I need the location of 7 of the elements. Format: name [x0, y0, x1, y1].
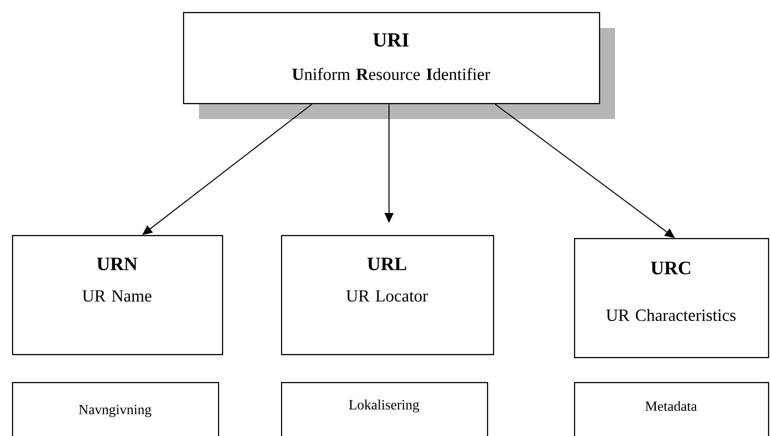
label-box: Metadata: [574, 382, 770, 436]
term-box: URC UR Characteristics: [574, 238, 770, 358]
label-box: Navngivning: [12, 382, 220, 436]
title-box: URI Uniform Resource Identifier: [183, 12, 615, 119]
label-box: Lokalisering: [281, 382, 488, 436]
term-box: URN UR Name: [12, 235, 224, 356]
term-box: URL UR Locator: [281, 235, 494, 356]
